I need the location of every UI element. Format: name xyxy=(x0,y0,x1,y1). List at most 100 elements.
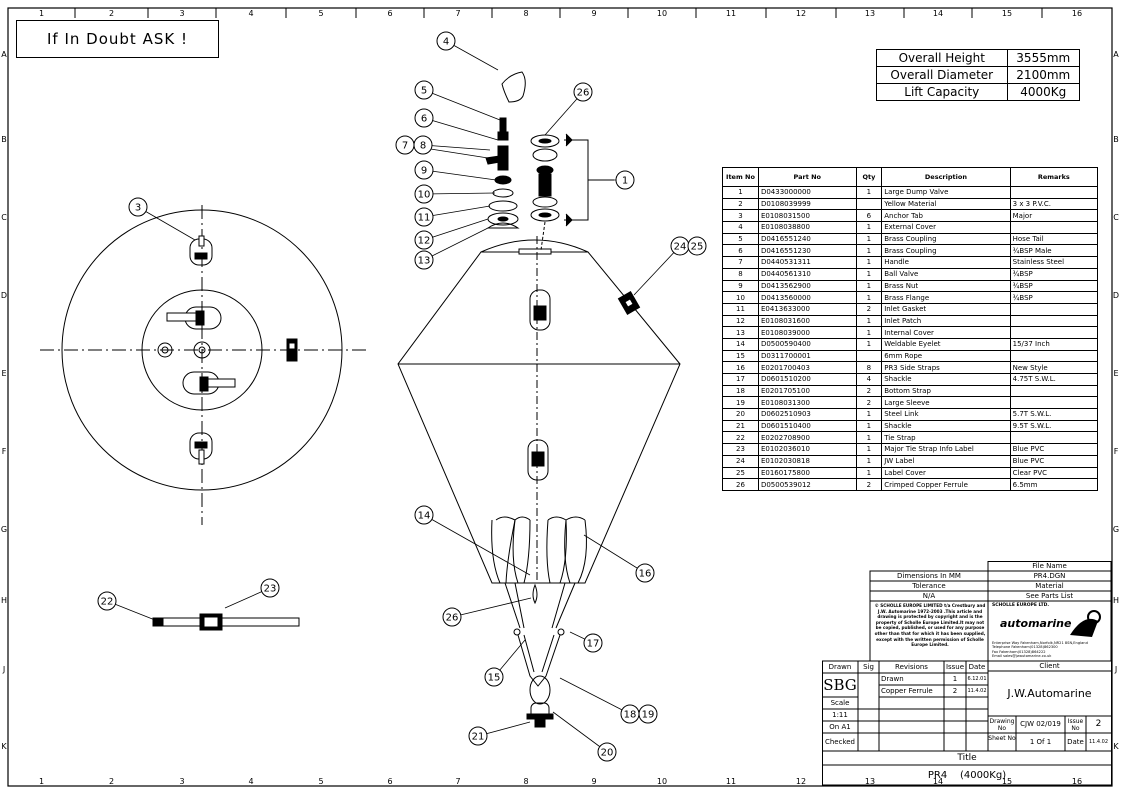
parts-cell-item: 10 xyxy=(722,291,759,304)
parts-cell-desc: Bottom Strap xyxy=(881,384,1011,398)
grid-row-label: K xyxy=(1113,742,1119,751)
parts-cell-remarks: Stainless Steel xyxy=(1009,256,1099,269)
grid-row-label: G xyxy=(1113,525,1119,534)
parts-cell-item: 7 xyxy=(722,256,759,269)
grid-col-label: 8 xyxy=(523,777,528,786)
parts-cell-remarks xyxy=(1009,349,1099,363)
parts-cell-remarks: Hose Tail xyxy=(1009,232,1099,246)
parts-cell-remarks xyxy=(1009,431,1099,445)
title-block-lines xyxy=(822,561,1112,786)
parts-cell-item: 25 xyxy=(722,466,759,480)
plan-inlet xyxy=(157,342,173,358)
parts-cell-desc: Ball Valve xyxy=(881,267,1011,281)
parts-cell-remarks xyxy=(1009,302,1099,316)
grid-row-label: G xyxy=(1,525,7,534)
drawn-by: SBG xyxy=(823,676,857,694)
grid-row-label: J xyxy=(1114,665,1117,674)
parts-cell-part: E0102030818 xyxy=(757,454,857,468)
parts-cell-desc: Tie Strap xyxy=(881,431,1011,445)
parts-cell-part: D0108039999 xyxy=(757,197,857,211)
parts-cell-remarks: Major xyxy=(1009,209,1099,223)
grid-col-label: 1 xyxy=(39,9,44,18)
file-name-label: File Name xyxy=(1032,562,1067,570)
checked-label: Checked xyxy=(824,738,856,746)
grid-col-label: 9 xyxy=(591,777,596,786)
grid-row-label: D xyxy=(1,291,7,300)
copyright-notice: © SCHOLLE EUROPE LIMITED t/a Crestbury a… xyxy=(874,603,986,648)
plan-label xyxy=(286,338,298,362)
grid-col-label: 8 xyxy=(523,9,528,18)
parts-cell-part: E0108031600 xyxy=(757,314,857,328)
parts-cell-desc: Large Sleeve xyxy=(881,396,1011,410)
tolerance-label: Tolerance xyxy=(912,582,946,590)
parts-cell-qty: 1 xyxy=(855,244,883,258)
callout-number: 19 xyxy=(642,710,655,721)
callout-number: 18 xyxy=(624,710,637,721)
grid-row-label: A xyxy=(1,50,7,59)
doubt-note: If In Doubt ASK ! xyxy=(16,20,219,58)
callout-1: 1 xyxy=(588,170,635,190)
parts-cell-remarks: Blue PVC xyxy=(1009,443,1099,456)
file-name: PR4.DGN xyxy=(1033,572,1066,580)
parts-cell-item: 24 xyxy=(722,454,759,468)
grid-col-label: 16 xyxy=(1072,9,1082,18)
grid-col-label: 5 xyxy=(318,777,323,786)
callout-number: 7 xyxy=(402,141,408,152)
parts-cell-remarks: 3 x 3 P.V.C. xyxy=(1009,197,1099,211)
grid-col-label: 16 xyxy=(1072,777,1082,786)
callout-12: 12 xyxy=(414,218,489,250)
grid-row-label: F xyxy=(2,447,7,456)
dimensions-note: Dimensions In MM xyxy=(897,572,961,580)
parts-cell-remarks: 6.5mm xyxy=(1009,478,1099,491)
parts-cell-qty: 6 xyxy=(855,209,883,223)
callout-16: 16 xyxy=(583,534,655,583)
parts-cell-item: 16 xyxy=(722,361,759,374)
grid-column-labels: 1122334455667788991010111112121313141415… xyxy=(7,8,1082,786)
date2-value: 11.4.02 xyxy=(1088,739,1109,745)
eyelet-ferrule xyxy=(532,583,538,605)
grid-col-label: 10 xyxy=(657,777,667,786)
drawing-no: CJW 02/019 xyxy=(1020,720,1061,728)
parts-cell-item: 9 xyxy=(722,279,759,293)
grid-row-label: H xyxy=(1113,596,1119,605)
parts-cell-part: E0108038800 xyxy=(757,221,857,234)
revision-1-text: Drawn xyxy=(881,675,904,683)
parts-cell-item: 21 xyxy=(722,419,759,433)
tolerance-value: N/A xyxy=(922,592,936,600)
callout-18: 18 xyxy=(559,677,640,724)
parts-cell-remarks xyxy=(1009,396,1099,410)
callout-number: 4 xyxy=(443,37,449,48)
revision-2-date: 11.4.02 xyxy=(967,688,987,694)
parts-cell-part: D0500590400 xyxy=(757,337,857,351)
grid-col-label: 15 xyxy=(1002,777,1012,786)
parts-cell-desc: Weldable Eyelet xyxy=(881,337,1011,351)
grid-row-label: C xyxy=(1113,213,1119,222)
parts-cell-qty: 1 xyxy=(855,291,883,304)
parts-cell-desc: Label Cover xyxy=(881,466,1011,480)
callout-number: 21 xyxy=(472,732,485,743)
parts-cell-part: D0601510200 xyxy=(757,373,857,386)
parts-cell-remarks: New Style xyxy=(1009,361,1099,374)
parts-cell-part: D0311700001 xyxy=(757,349,857,363)
callout-number: 6 xyxy=(421,114,427,125)
callout-number: 5 xyxy=(421,86,427,97)
grid-row-label: D xyxy=(1113,291,1119,300)
parts-cell-item: 13 xyxy=(722,326,759,339)
parts-cell-item: 14 xyxy=(722,337,759,351)
parts-cell-desc: Crimped Copper Ferrule xyxy=(881,478,1011,491)
callout-25: 25 xyxy=(687,236,707,256)
parts-cell-desc: Large Dump Valve xyxy=(881,186,1011,199)
issue-label: Issue xyxy=(945,663,965,671)
callout-number: 10 xyxy=(418,190,431,201)
grid-col-label: 15 xyxy=(1002,9,1012,18)
